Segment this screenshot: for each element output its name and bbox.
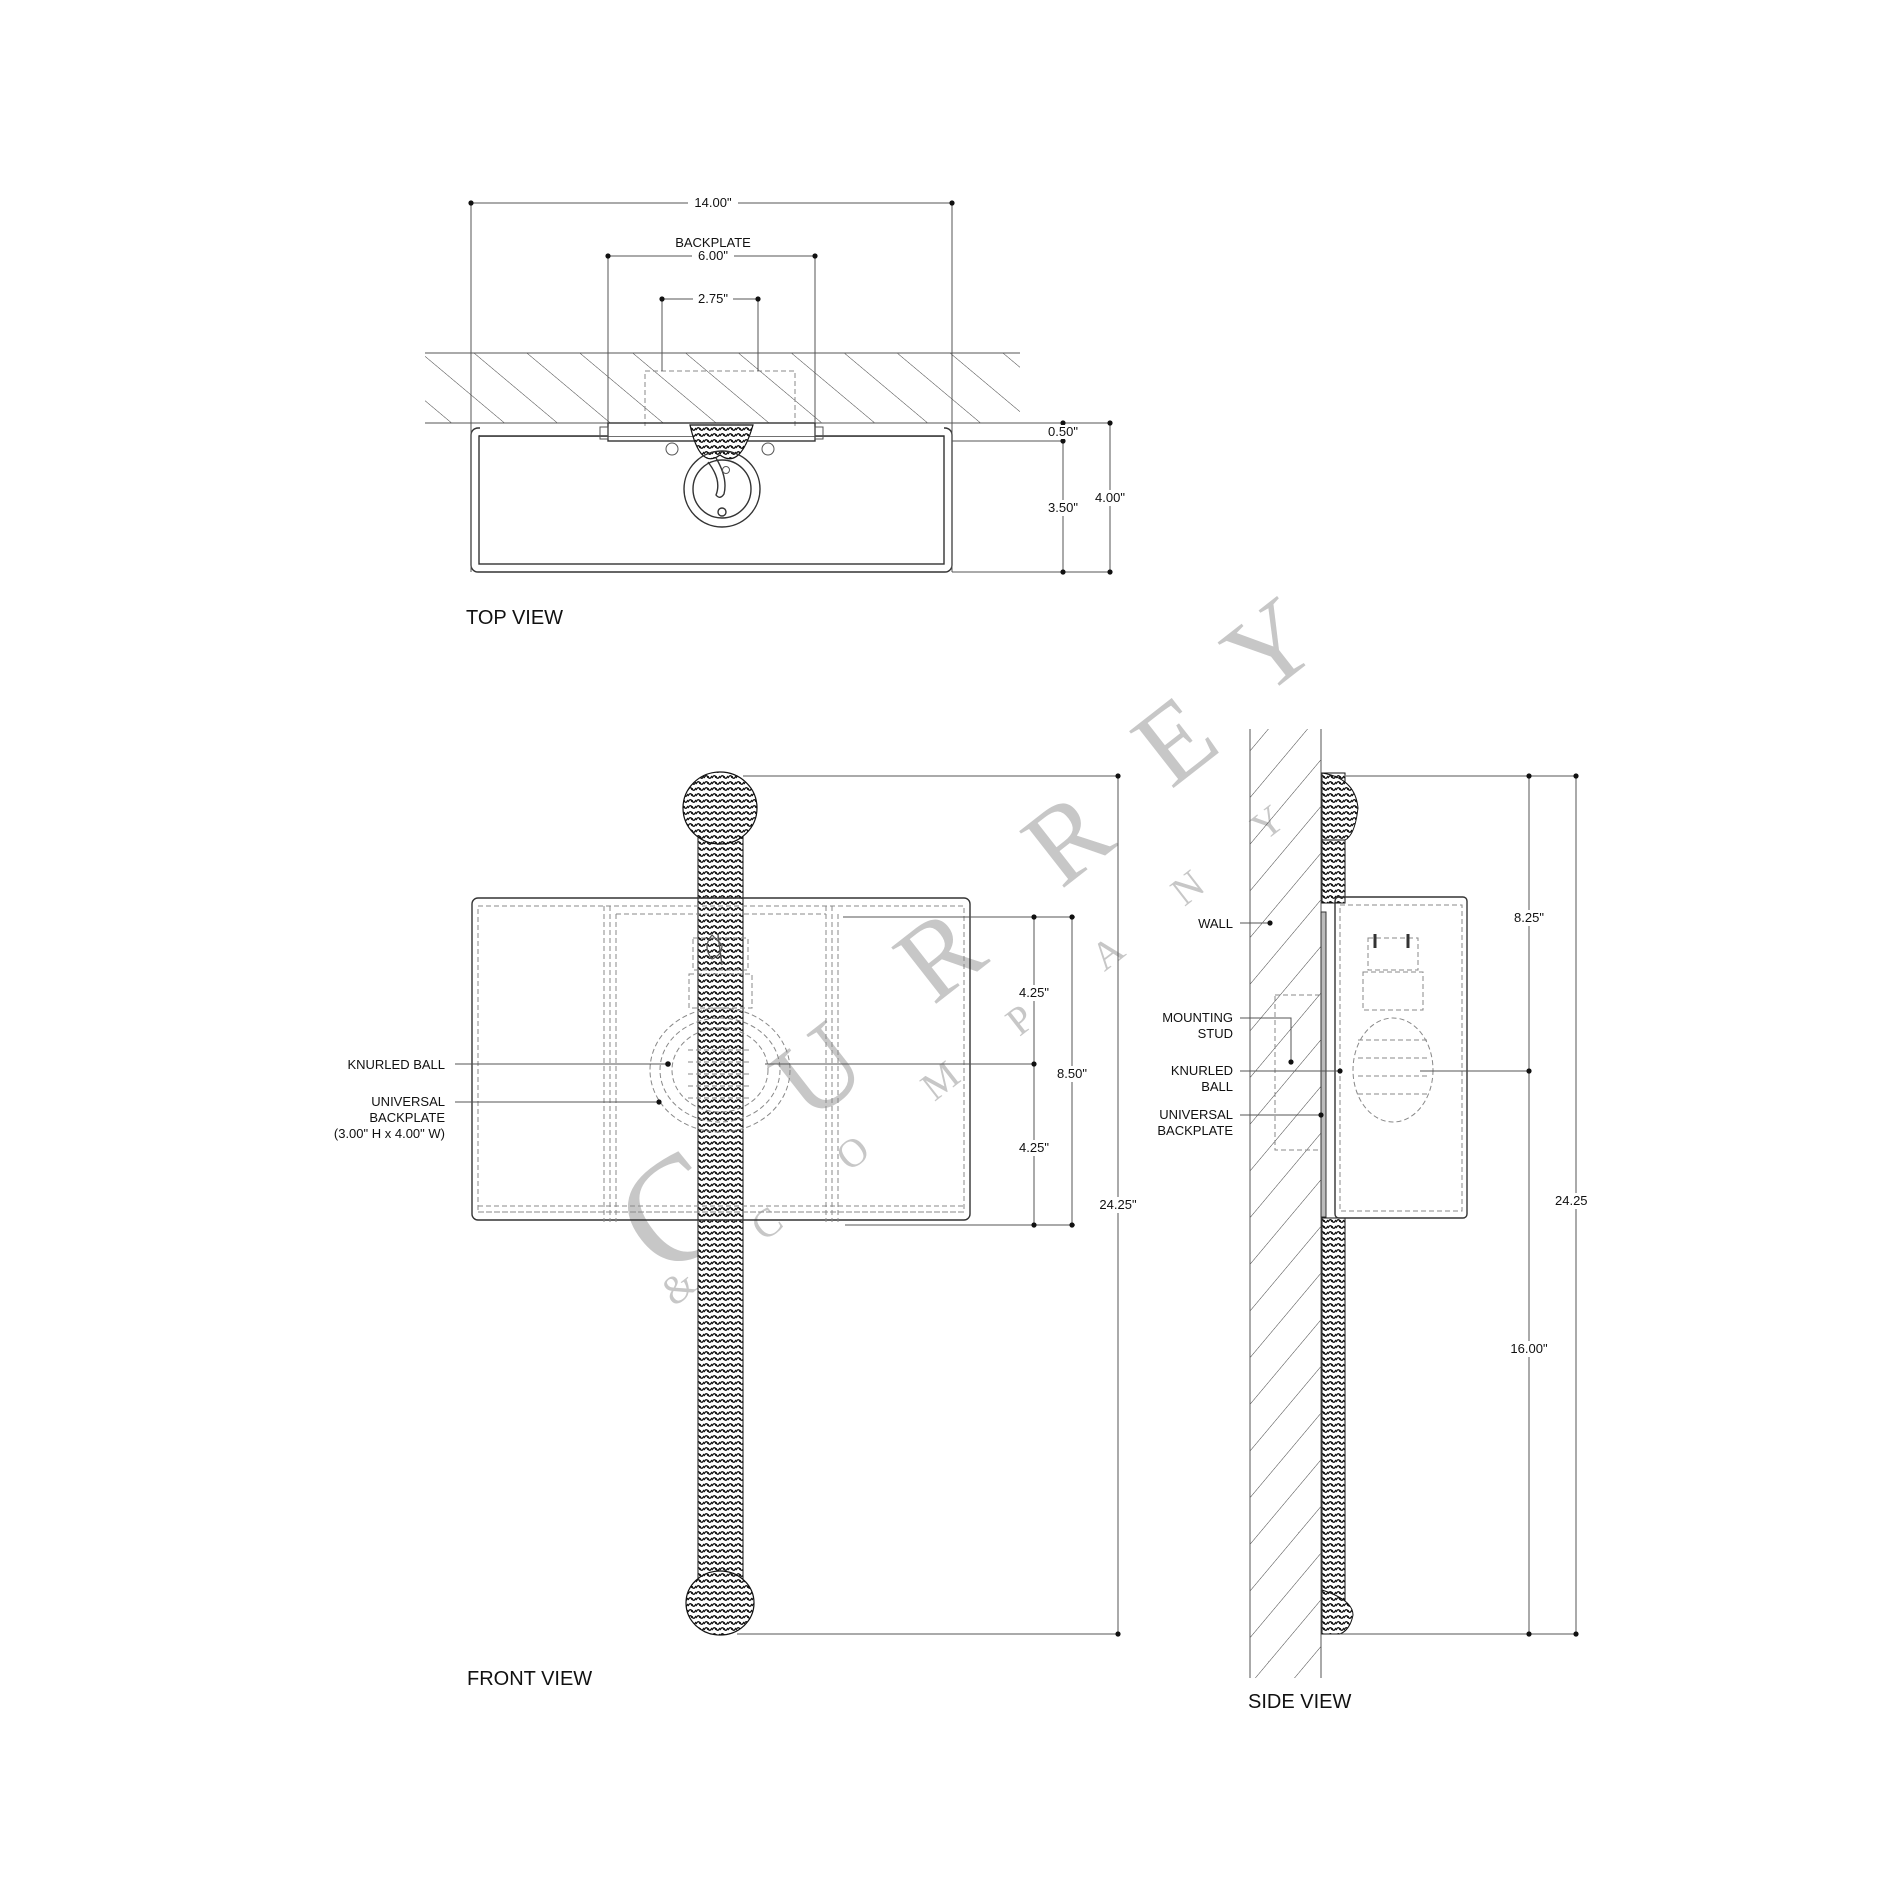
knurled-rod (697, 799, 744, 1601)
dim-overall-height-side: 24.25 (1555, 1193, 1588, 1208)
watermark-letter: U (749, 998, 887, 1143)
side-view: WALL MOUNTING STUD KNURLED BALL UNIVERSA… (1157, 729, 1595, 1713)
wall-section-hatch (425, 353, 1020, 423)
side-view-title: SIDE VIEW (1248, 1691, 1351, 1713)
watermark-letter: M (912, 1052, 968, 1109)
label-knurled-ball: KNURLED (1171, 1063, 1233, 1078)
front-view: KNURLED BALL UNIVERSAL BACKPLATE (3.00" … (334, 771, 1139, 1690)
label-knurled-ball: KNURLED BALL (347, 1057, 445, 1072)
dim-top-to-center: 8.25" (1514, 910, 1544, 925)
label-universal-backplate: BACKPLATE (1157, 1123, 1233, 1138)
top-view-title: TOP VIEW (466, 607, 563, 629)
dim-stud-spacing: 2.75" (698, 291, 728, 306)
front-view-title: FRONT VIEW (467, 1668, 592, 1690)
watermark-letter: N (1162, 861, 1212, 914)
dim-overall-width: 14.00" (694, 195, 732, 210)
dim-backplate-depth: 0.50" (1048, 424, 1078, 439)
watermark-letter: E (1111, 671, 1239, 809)
dim-overall-height: 24.25" (1099, 1197, 1137, 1212)
label-universal-backplate-size: (3.00" H x 4.00" W) (334, 1126, 445, 1141)
label-wall: WALL (1198, 916, 1233, 931)
knurled-finial-bottom (685, 1570, 755, 1636)
knurled-finial-side-bottom (1321, 1589, 1354, 1635)
label-mounting-stud: STUD (1198, 1026, 1233, 1041)
dim-upper-half: 4.25" (1019, 985, 1049, 1000)
watermark-letter: R (873, 883, 1006, 1025)
knurled-finial-side-top (1321, 772, 1359, 841)
shade-side (1334, 896, 1468, 1219)
label-universal-backplate: UNIVERSAL (371, 1094, 445, 1109)
backplate-label: BACKPLATE (675, 235, 751, 250)
wall-section-side (1250, 729, 1321, 1678)
dim-shade-depth: 3.50" (1048, 500, 1078, 515)
knurled-finial-top (682, 771, 758, 845)
watermark-letter: A (1082, 926, 1133, 979)
dim-center-to-bottom: 16.00" (1510, 1341, 1548, 1356)
label-universal-backplate: BACKPLATE (369, 1110, 445, 1125)
dim-backplate-width: 6.00" (698, 248, 728, 263)
dim-overall-depth: 4.00" (1095, 490, 1125, 505)
dim-lower-half: 4.25" (1019, 1140, 1049, 1155)
watermark-letter: Y (1201, 574, 1339, 719)
watermark-letter: R (1001, 767, 1134, 909)
label-universal-backplate: UNIVERSAL (1159, 1107, 1233, 1122)
socket-ring (683, 450, 761, 528)
knurled-ball-top (689, 424, 754, 460)
watermark-letter: P (997, 995, 1042, 1044)
mounting-stud-hidden (1274, 994, 1324, 1151)
dim-shade-height: 8.50" (1057, 1066, 1087, 1081)
label-knurled-ball: BALL (1201, 1079, 1233, 1094)
top-view: 14.00" BACKPLATE 6.00" 2.75" 0.50" 3.50"… (425, 195, 1127, 629)
shade-front (471, 897, 971, 1221)
label-mounting-stud: MOUNTING (1162, 1010, 1233, 1025)
